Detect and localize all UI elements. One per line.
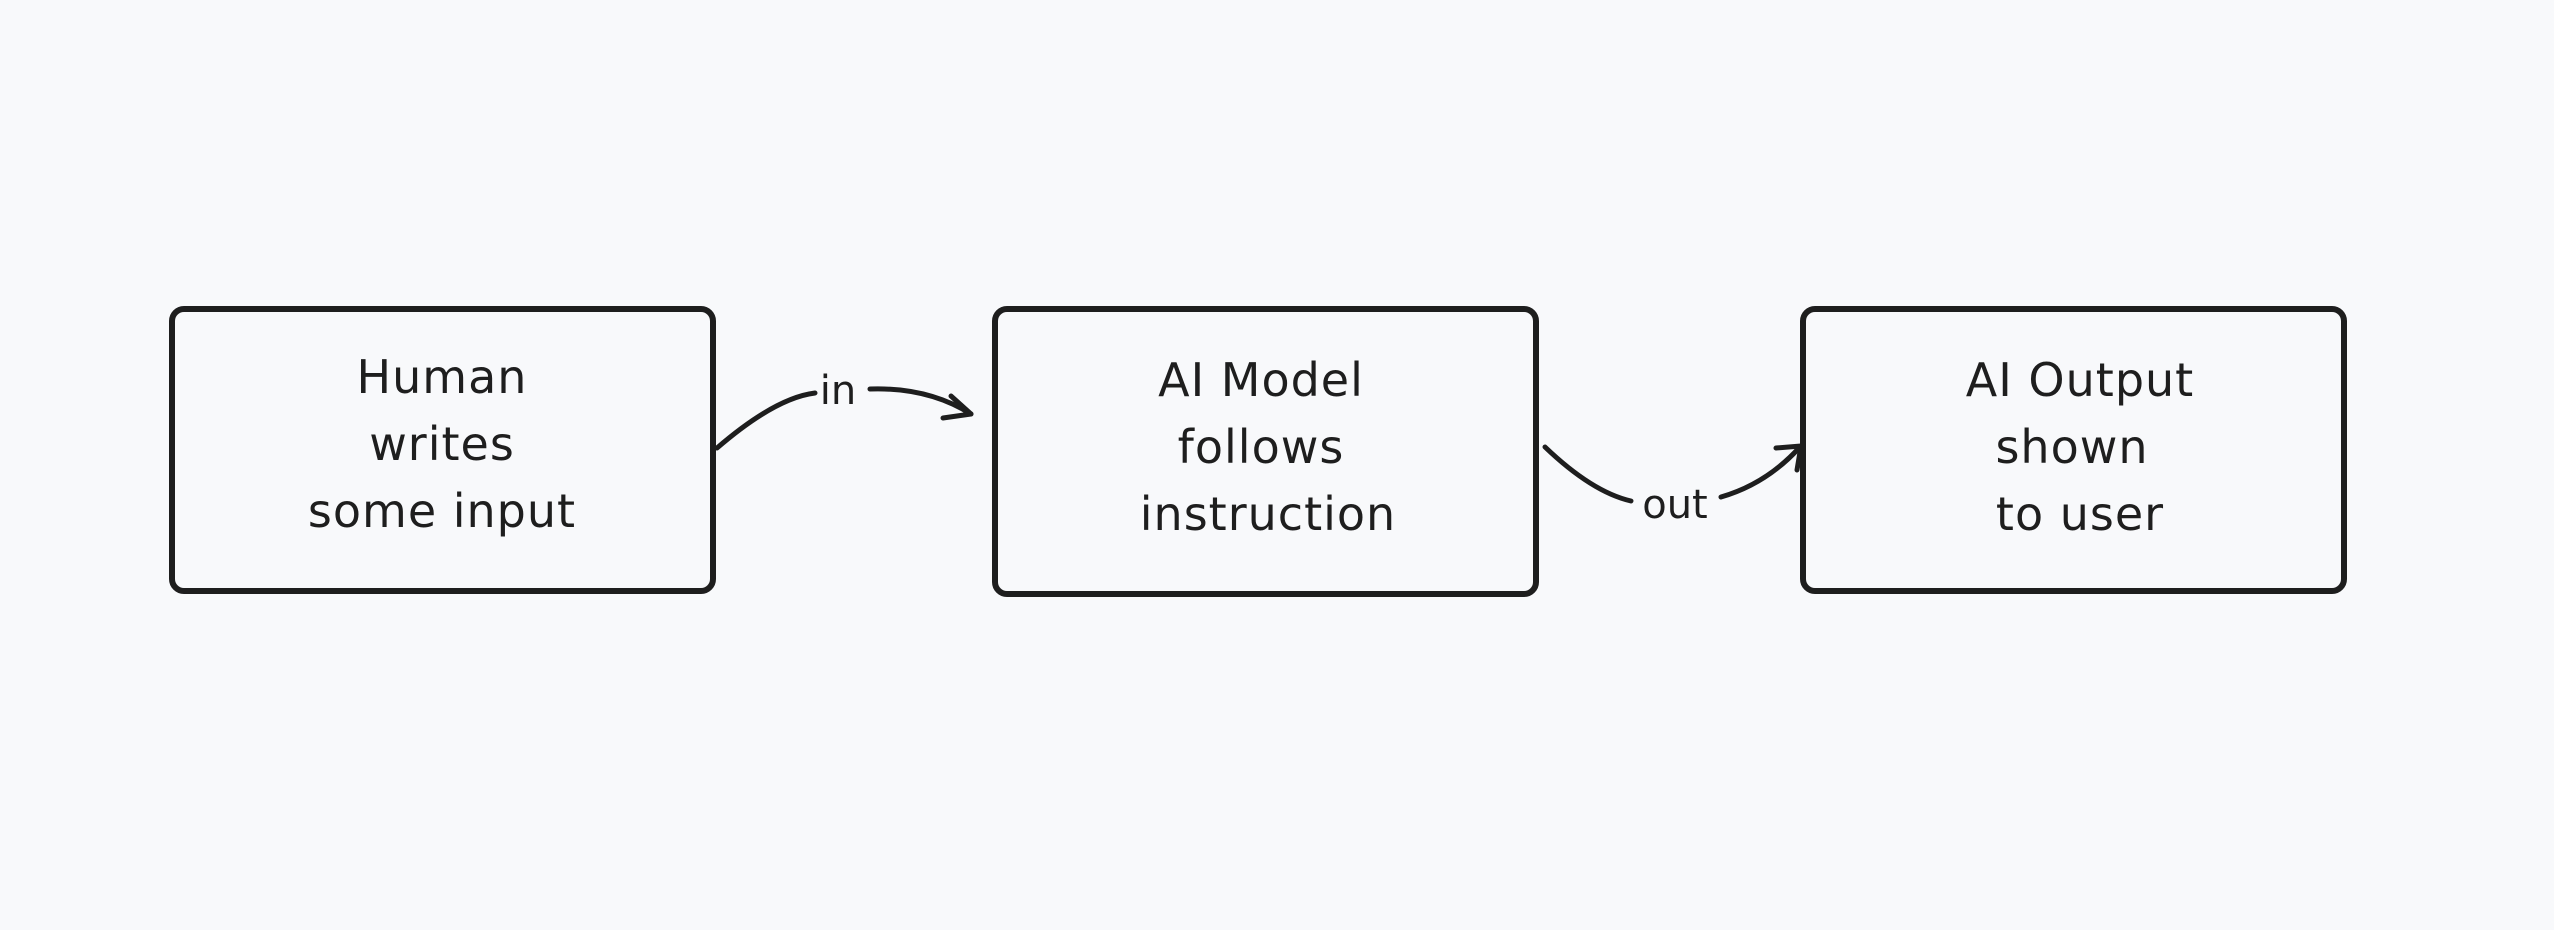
edge-out-label: out [1642,482,1708,528]
node-human-line-1: Human [357,350,528,404]
node-human-box [169,306,716,594]
node-human[interactable]: Human writes some input [169,306,716,594]
node-ai-model-line-2: follows [1178,420,1345,474]
node-ai-output-box [1800,306,2347,594]
node-ai-model-line-3: instruction [1140,487,1396,541]
edge-in-line-start [714,390,818,451]
node-ai-output-line-3: to user [1996,487,2164,541]
node-ai-model[interactable]: AI Model follows instruction [992,306,1539,597]
node-ai-output-line-1: AI Output [1966,353,2194,407]
node-ai-model-line-1: AI Model [1158,353,1364,407]
edge-in-arrowhead [940,393,974,421]
node-ai-output-line-2: shown [1995,420,2148,474]
node-ai-model-box [992,306,1539,597]
edge-out-line-end [1718,445,1802,500]
node-ai-output[interactable]: AI Output shown to user [1800,306,2347,594]
edge-out[interactable]: out [1542,443,1804,528]
edge-in[interactable]: in [714,368,974,451]
node-human-line-2: writes [369,417,515,471]
edge-out-line-start [1542,444,1634,504]
edge-out-arrowhead [1773,443,1804,473]
edge-in-label: in [820,368,856,414]
node-human-line-3: some input [308,484,576,538]
